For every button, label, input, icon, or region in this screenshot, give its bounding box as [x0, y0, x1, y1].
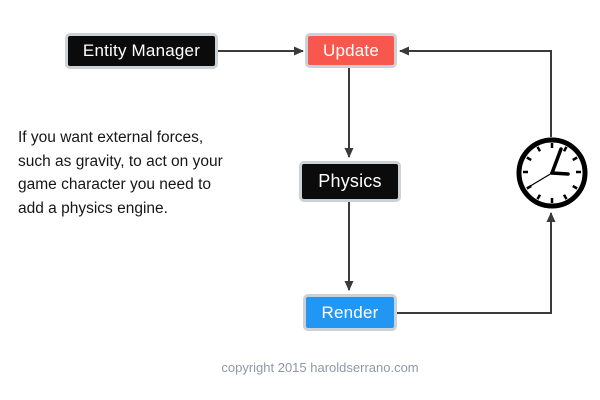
note-line: such as gravity, to act on your	[18, 152, 223, 170]
note-line: add a physics engine.	[18, 199, 168, 217]
note-line: game character you need to	[18, 176, 212, 193]
edge-render-clock	[397, 212, 556, 314]
note-text: If you want external forces, such as gra…	[18, 126, 258, 220]
node-render: Render	[303, 294, 397, 331]
note-line: If you want external forces,	[18, 129, 204, 146]
node-update: Update	[305, 33, 397, 68]
node-physics: Physics	[299, 161, 401, 202]
edge-clock-update	[399, 46, 552, 137]
copyright-text: copyright 2015 haroldserrano.com	[221, 360, 419, 375]
node-entity-manager: Entity Manager	[65, 33, 218, 69]
clock-icon	[516, 137, 588, 209]
